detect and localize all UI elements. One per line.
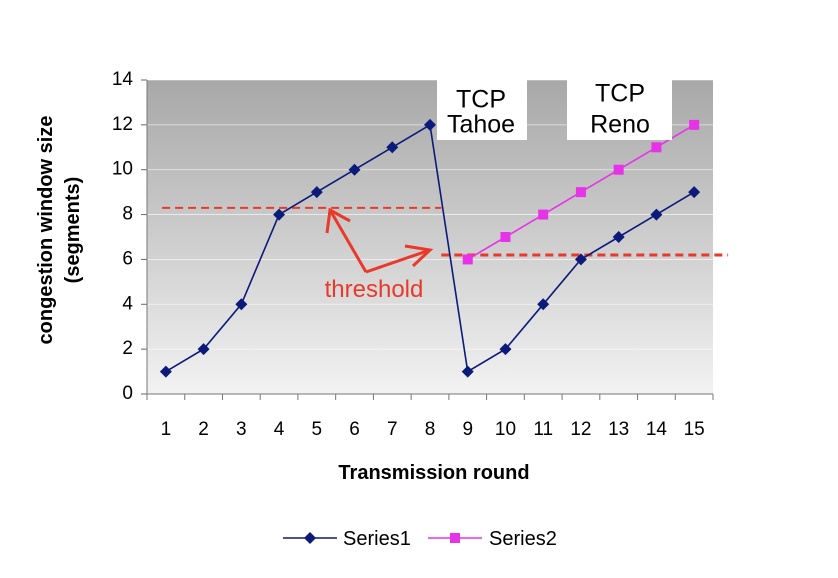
x-tick-label-3: 3	[236, 419, 247, 440]
y-tick-label-0: 0	[122, 383, 133, 404]
threshold-lines	[162, 206, 729, 257]
series1-point-5	[310, 186, 323, 199]
tcp-tahoe-label-box: TCP Tahoe	[437, 80, 527, 140]
legend-series1-label: Series1	[343, 528, 411, 550]
y-tick-label-14: 14	[112, 69, 134, 90]
series2-point-3	[538, 209, 549, 220]
series1-point-10	[499, 343, 512, 356]
x-tick-label-8: 8	[425, 419, 436, 440]
series1-point-3	[235, 298, 248, 311]
threshold-arrow-right	[365, 248, 431, 274]
threshold-arrows	[325, 207, 434, 274]
legend-series2-marker	[450, 533, 460, 543]
series1-point-13	[612, 231, 625, 243]
series-markers	[159, 118, 701, 378]
series2-point-4	[575, 187, 586, 198]
series1-point-4	[273, 208, 286, 221]
y-axis-title-line-1: congestion window size	[35, 116, 57, 345]
y-tick-label-2: 2	[122, 338, 133, 359]
tcp-reno-label-box: TCP Reno	[567, 80, 672, 140]
series1-point-1	[159, 365, 172, 378]
series2-point-6	[651, 142, 662, 153]
y-tick-label-12: 12	[112, 114, 133, 135]
y-axis-title-line-2: (segments)	[62, 177, 84, 284]
threshold-arrowhead-right	[404, 244, 434, 268]
legend-series2-label: Series2	[489, 528, 557, 550]
legend-series1-marker	[304, 532, 316, 544]
tahoe-line-2: Tahoe	[447, 111, 515, 139]
tahoe-line-1: TCP	[456, 86, 506, 114]
series2-point-7	[689, 119, 700, 130]
series1-point-11	[537, 298, 550, 311]
x-tick-label-15: 15	[684, 419, 705, 440]
y-tick-label-10: 10	[112, 159, 133, 180]
series2-point-1	[462, 254, 473, 265]
x-tick-label-14: 14	[646, 419, 668, 440]
series1-point-6	[348, 163, 361, 176]
x-tick-label-2: 2	[198, 419, 209, 440]
threshold-label: threshold	[325, 276, 424, 303]
axes	[141, 79, 714, 400]
x-tick-label-9: 9	[462, 419, 473, 440]
reno-line-2: Reno	[590, 111, 650, 139]
x-tick-label-4: 4	[274, 419, 285, 440]
y-tick-label-8: 8	[122, 204, 133, 225]
threshold-arrowhead-left	[325, 207, 351, 234]
legend: Series1 Series2	[283, 528, 557, 550]
x-tick-label-11: 11	[533, 419, 553, 440]
y-tick-label-4: 4	[122, 293, 133, 314]
series2-point-2	[500, 232, 511, 242]
x-tick-label-5: 5	[312, 419, 323, 440]
series1-point-14	[650, 208, 663, 221]
y-axis-title: congestion window size (segments)	[35, 116, 84, 345]
x-tick-label-13: 13	[608, 419, 629, 440]
x-tick-label-12: 12	[570, 419, 591, 440]
series1-point-15	[688, 186, 701, 199]
reno-line-1: TCP	[595, 80, 645, 108]
series1-point-12	[574, 253, 587, 266]
series1-point-8	[424, 118, 436, 131]
series1-point-7	[386, 141, 399, 154]
x-tick-label-1: 1	[161, 419, 172, 440]
x-tick-label-7: 7	[387, 419, 398, 440]
series2-point-5	[613, 164, 624, 175]
x-tick-label-10: 10	[495, 419, 516, 440]
y-tick-label-6: 6	[122, 248, 133, 269]
x-axis-title: Transmission round	[338, 462, 529, 484]
series1-point-9	[461, 365, 474, 378]
x-tick-label-6: 6	[349, 419, 360, 440]
series1-point-2	[197, 343, 210, 356]
threshold-arrow-left	[328, 209, 368, 273]
y-tick-labels: 0 2 4 6 8 10 12 14	[112, 69, 134, 404]
